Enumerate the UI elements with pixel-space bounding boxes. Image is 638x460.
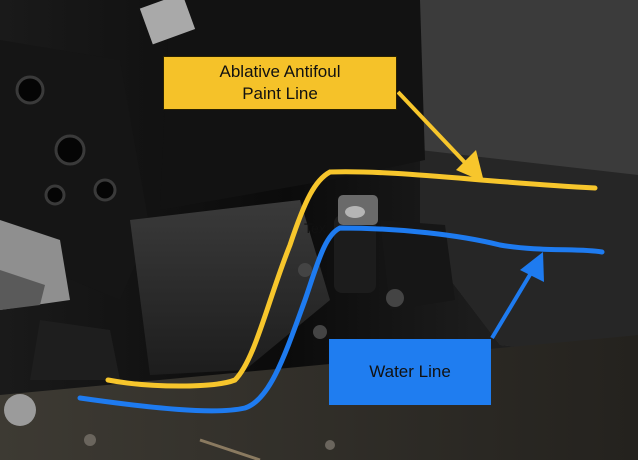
- water-arrow-head: [520, 252, 544, 282]
- stray-text-label: Tex: [304, 220, 326, 236]
- ground-stick: [199, 438, 261, 460]
- small-bolt: [298, 263, 312, 277]
- antifoul-label-line1: Ablative Antifoul: [219, 62, 341, 81]
- water-line: [77, 225, 605, 414]
- antifoul-label-line2: Paint Line: [242, 84, 318, 103]
- bolt-highlight: [345, 206, 365, 218]
- antifoul-arrow-head: [456, 150, 484, 182]
- bolt-shaft: [334, 215, 376, 293]
- pebble: [4, 394, 36, 426]
- antifoul-arrow-shaft: [396, 90, 474, 172]
- bracket-hole: [93, 178, 117, 202]
- silver-component-shadow: [0, 270, 45, 310]
- hose: [30, 320, 120, 380]
- water-arrow-shaft: [490, 266, 536, 340]
- hull-panel-right-lower: [420, 150, 638, 360]
- bracket-hole: [54, 134, 86, 166]
- pebble: [84, 434, 96, 446]
- bracket-right: [380, 220, 455, 310]
- sticker: [139, 0, 196, 45]
- pebble: [325, 440, 335, 450]
- small-bolt: [386, 289, 404, 307]
- antifoul-label-box: Ablative Antifoul Paint Line: [163, 56, 397, 110]
- bracket-hole: [15, 75, 45, 105]
- bracket-hole: [44, 184, 66, 206]
- antifoul-paint-line: [105, 169, 598, 389]
- water-label-box: Water Line: [329, 339, 491, 405]
- mount-plate-center: [130, 200, 330, 375]
- water-label-text: Water Line: [369, 362, 451, 381]
- small-bolt: [313, 325, 327, 339]
